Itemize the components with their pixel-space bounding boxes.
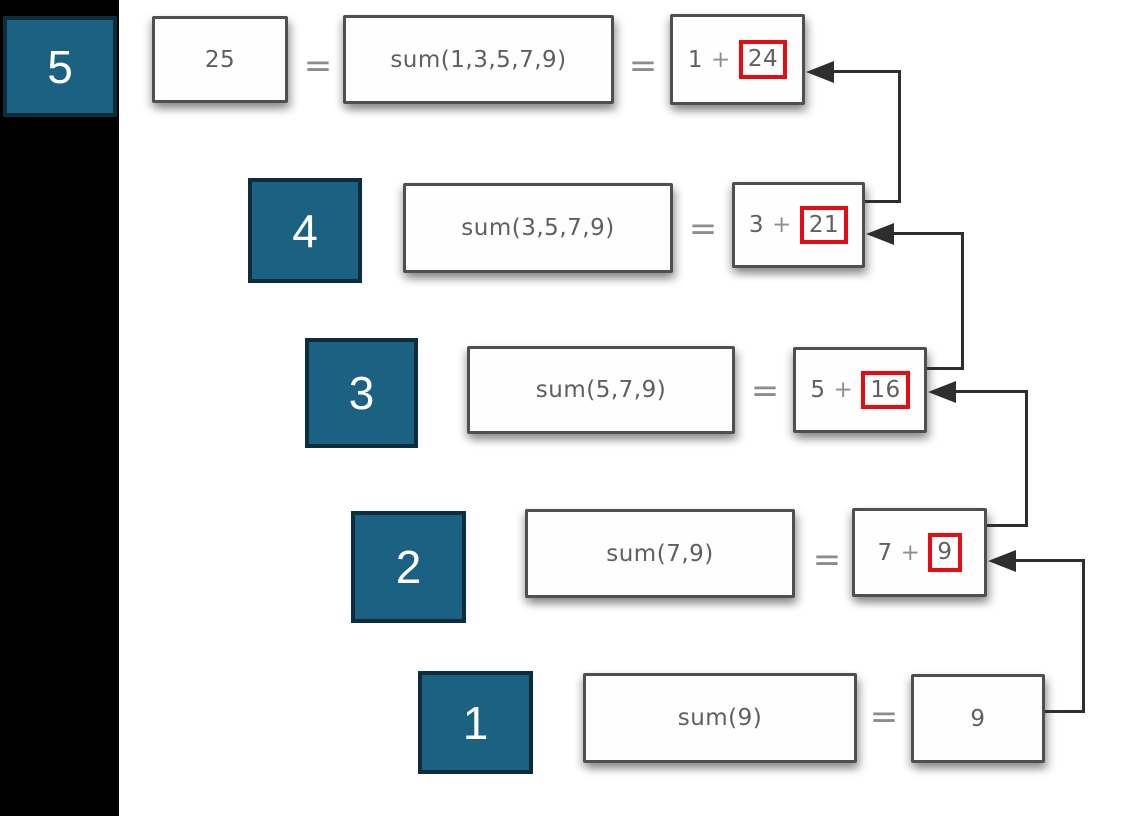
return-arrow-2to3-arrowhead-icon: [928, 381, 956, 403]
row4-plus-sign: +: [772, 212, 792, 238]
return-arrow-4to5-vertical-segment: [898, 70, 901, 203]
row4-highlighted-result: 21: [799, 205, 849, 245]
row5-call-box: sum(1,3,5,7,9): [343, 15, 614, 104]
left-black-panel: [0, 0, 119, 816]
row5-plus-sign: +: [711, 46, 731, 73]
return-arrow-4to5-entry-segment: [834, 70, 901, 73]
row4-expansion-box: 3 + 21: [732, 182, 865, 268]
row3-equals: =: [750, 371, 780, 411]
return-arrow-2to3-vertical-segment: [1025, 390, 1028, 527]
row5-highlighted-result: 24: [738, 40, 788, 79]
row3-plus-sign: +: [833, 377, 854, 403]
row5-total-value: 25: [204, 46, 236, 73]
row4-call-box: sum(3,5,7,9): [403, 183, 673, 273]
row4-equals: =: [688, 209, 718, 249]
row1-base-result-box: 9: [911, 674, 1045, 763]
row5-addend: 1: [687, 46, 704, 73]
row2-call-box: sum(7,9): [525, 509, 795, 598]
return-arrow-1to2-vertical-segment: [1082, 559, 1085, 713]
return-arrow-3to4-exit-segment: [927, 367, 964, 370]
row1-equals: =: [869, 697, 899, 737]
row4-addend: 3: [748, 212, 765, 238]
row5-expansion-box: 1 + 24: [670, 14, 805, 105]
step-badge-1: 1: [418, 671, 533, 774]
row2-addend: 7: [877, 539, 893, 566]
return-arrow-3to4-vertical-segment: [961, 232, 964, 370]
row2-call-label: sum(7,9): [606, 540, 714, 567]
row3-expansion-box: 5 + 16: [793, 347, 927, 433]
step-badge-3: 3: [305, 338, 418, 448]
return-arrow-4to5-arrowhead-icon: [806, 61, 834, 83]
row2-expansion-box: 7 + 9: [852, 508, 987, 597]
row3-highlighted-result: 16: [861, 370, 910, 410]
return-arrow-1to2-arrowhead-icon: [988, 550, 1016, 572]
row5-call-label: sum(1,3,5,7,9): [390, 46, 567, 73]
row3-addend: 5: [810, 377, 826, 403]
step-badge-3-label: 3: [348, 367, 375, 419]
row1-call-label: sum(9): [677, 705, 763, 731]
row3-call-box: sum(5,7,9): [467, 346, 735, 434]
step-badge-4: 4: [248, 178, 362, 283]
return-arrow-3to4-arrowhead-icon: [866, 223, 894, 245]
return-arrow-1to2-entry-segment: [1016, 559, 1085, 562]
step-badge-2: 2: [351, 511, 466, 623]
return-arrow-4to5-exit-segment: [865, 200, 901, 203]
row2-equals: =: [812, 540, 842, 580]
return-arrow-1to2-exit-segment: [1045, 710, 1085, 713]
row3-call-label: sum(5,7,9): [535, 377, 667, 403]
row1-base-result: 9: [970, 705, 986, 732]
return-arrow-3to4-entry-segment: [894, 232, 964, 235]
row2-plus-sign: +: [900, 539, 921, 566]
step-badge-1-label: 1: [462, 696, 489, 749]
row1-call-box: sum(9): [583, 673, 857, 763]
step-badge-4-label: 4: [292, 204, 318, 257]
step-badge-2-label: 2: [395, 541, 422, 593]
step-badge-5-label: 5: [47, 40, 73, 93]
row4-call-label: sum(3,5,7,9): [461, 215, 615, 241]
row5-equals-2: =: [628, 46, 658, 86]
row2-highlighted-result: 9: [928, 533, 962, 572]
return-arrow-2to3-exit-segment: [987, 524, 1028, 527]
return-arrow-2to3-entry-segment: [956, 390, 1028, 393]
row5-total-box: 25: [152, 16, 288, 103]
row5-equals-1: =: [303, 46, 333, 86]
step-badge-5: 5: [3, 16, 117, 117]
